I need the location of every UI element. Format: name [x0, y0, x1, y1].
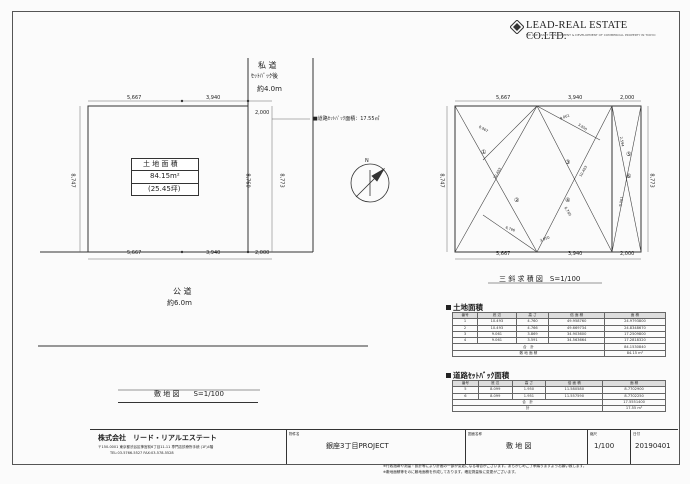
site-dim-bottom-3: 2,000 [255, 250, 270, 256]
setback-table-title: 道路ｾｯﾄﾊﾞｯｸ面積 [446, 370, 509, 381]
site-dim-bottom-1: 5,667 [127, 250, 142, 256]
tri-dim-top-2: 3,940 [568, 95, 583, 101]
site-dim-left: 8,747 [69, 173, 76, 188]
table-header-row: 番号 底 辺 高 さ 倍 面 積 面 積 [452, 379, 666, 388]
tri-marker-6: ⑥ [626, 173, 632, 180]
site-dim-top-3: 2,000 [255, 110, 270, 116]
tri-dim-bottom-1: 5,667 [496, 251, 511, 257]
footer-note-2: ※敷地面積等をのに敷地面積を作成しております。確定測量後に変更がございます。 [383, 470, 519, 474]
public-road-title: 公 道 [173, 287, 192, 296]
site-plan-title: 敷 地 図 S=1/100 [154, 390, 224, 398]
logo-tagline: WE ARE ASSET MANAGEMENT & DEVELOPMENT OF… [526, 33, 656, 37]
tri-dim-bottom-3: 2,000 [620, 251, 635, 257]
project-name: 銀座3丁目PROJECT [326, 442, 389, 450]
land-area-sqm: 84.15m² [150, 172, 180, 180]
company-address: 〒150-0001 東京都渋谷区神宮前6丁目11-11 専門店診療所手続 (1F… [98, 445, 214, 449]
logo-name: LEAD-REAL ESTATE CO.LTD. [526, 20, 628, 42]
tri-dim-top-1: 5,667 [496, 95, 511, 101]
tri-marker-3: ③ [565, 159, 571, 166]
drawing-name: 敷 地 図 [506, 442, 532, 450]
tri-diag-9: 2,594 [618, 136, 625, 147]
site-dim-right: 8,773 [278, 173, 285, 188]
site-dim-top-1: 5,667 [127, 95, 142, 101]
scale-label: 縮尺 [590, 432, 597, 436]
compass-label: N [365, 158, 369, 164]
square-bullet-icon [446, 373, 451, 378]
private-road-setback: ｾｯﾄﾊﾞｯｸ後 [251, 73, 279, 80]
tri-marker-5: ⑤ [626, 151, 632, 158]
site-dim-inner: 8,760 [244, 173, 251, 188]
private-road-width: 約4.0m [257, 85, 282, 93]
tri-marker-1: ① [481, 149, 487, 156]
setback-area-note: ■道路ｾｯﾄﾊﾞｯｸ面積：17.55㎡ [313, 116, 380, 122]
site-plan-title-box: 敷 地 図 S=1/100 [118, 388, 258, 403]
tri-dim-right: 8,773 [648, 173, 655, 188]
tri-dim-top-3: 2,000 [620, 95, 635, 101]
tri-dim-bottom-2: 3,940 [568, 251, 583, 257]
company-logo: LEAD-REAL ESTATE CO.LTD. WE ARE ASSET MA… [510, 19, 670, 42]
compass-rose [350, 163, 390, 203]
public-road-width: 約6.0m [167, 299, 192, 307]
tri-marker-2: ② [514, 197, 520, 204]
title-block: 株式会社 リード・リアルエステート 〒150-0001 東京都渋谷区神宮前6丁目… [90, 429, 678, 464]
project-label: 物件名 [289, 432, 300, 436]
date-value: 20190401 [635, 442, 671, 450]
land-area-tsubo: (25.45坪) [148, 185, 181, 193]
scale-value: 1/100 [594, 442, 615, 450]
land-area-table-title: 土地面積 [446, 302, 483, 313]
sheet-border [12, 11, 680, 465]
date-label: 日付 [633, 432, 640, 436]
table-header-row: 番号 底 辺 高 さ 倍 面 積 面 積 [451, 311, 667, 320]
private-road-title: 私 道 [258, 61, 277, 70]
square-bullet-icon [446, 305, 451, 310]
footer-note-1: ※行政指導や測量・設計等により計画の一部が変更になる場合がございます。あらかじめ… [383, 464, 587, 468]
company-name: 株式会社 リード・リアルエステート [98, 434, 217, 442]
land-area-box: 土 地 面 積 84.15m² (25.45坪) [131, 158, 199, 196]
drawing-label: 図面名称 [468, 432, 482, 436]
site-dim-bottom-2: 3,940 [206, 250, 221, 256]
tri-marker-4: ④ [565, 197, 571, 204]
company-tel: TEL:03-5766-5527 FAX:03-578-5528 [110, 451, 174, 455]
land-area-title: 土 地 面 積 [143, 160, 178, 168]
logo-diamond-icon [510, 20, 524, 34]
site-dim-top-2: 3,940 [206, 95, 221, 101]
tri-title: 三 斜 求 積 図 S=1/100 [499, 275, 581, 283]
tri-dim-left: 8,747 [438, 173, 445, 188]
